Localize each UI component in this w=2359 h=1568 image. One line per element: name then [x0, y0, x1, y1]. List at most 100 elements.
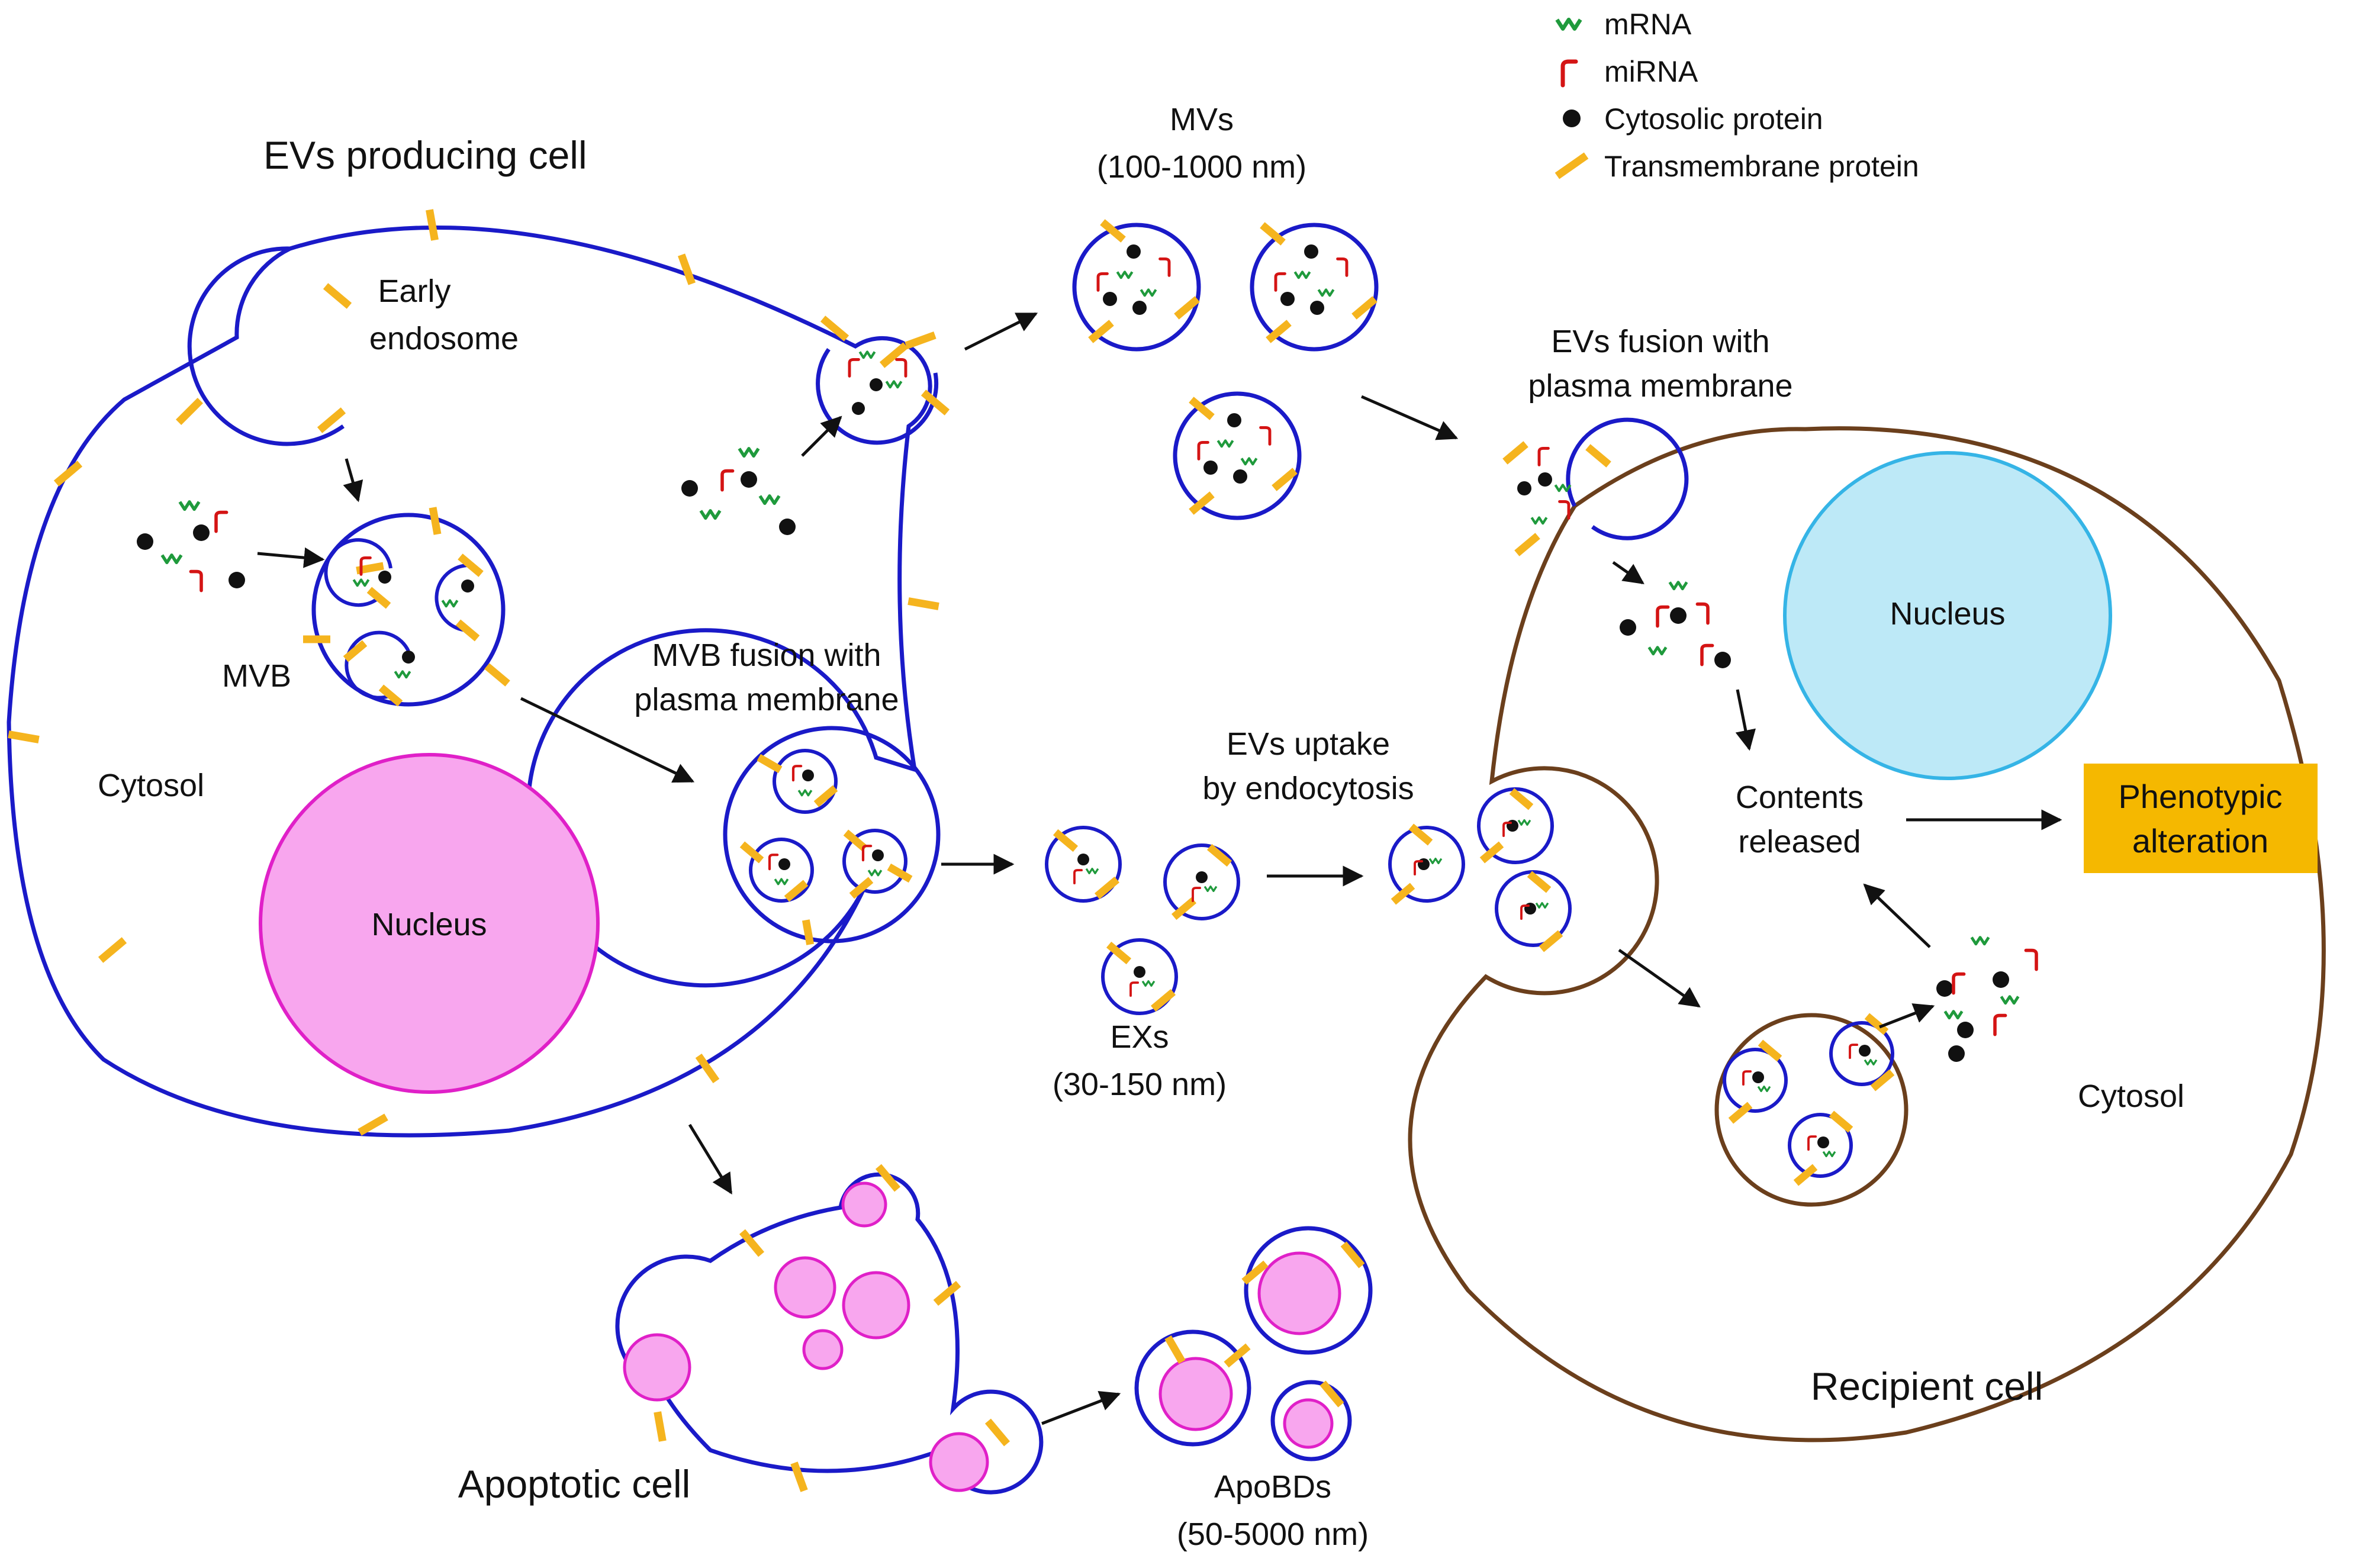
apoptotic-fragment	[841, 1181, 887, 1228]
arrows-layer	[257, 312, 2062, 1425]
cytosolic-protein-icon	[1132, 301, 1147, 315]
transmembrane-protein-icon	[1189, 491, 1215, 515]
mirna-icon	[1849, 1044, 1859, 1060]
exosome	[1163, 843, 1240, 920]
mrna-icon	[1116, 271, 1134, 279]
mrna-icon	[1517, 819, 1531, 826]
transmembrane-protein-icon	[739, 841, 764, 864]
contents-label-1: Contents	[1736, 780, 1864, 815]
mrna-icon	[1240, 457, 1258, 466]
mirna-icon	[1096, 272, 1109, 292]
mrna-icon	[858, 350, 876, 359]
transmembrane-protein-icon	[1340, 1241, 1365, 1268]
producing-cytosol-label: Cytosol	[98, 768, 204, 803]
cytosolic-protein-icon	[137, 533, 153, 550]
apobd-core	[1283, 1398, 1334, 1449]
apobd-core	[1257, 1251, 1341, 1335]
cytosolic-protein-icon	[1304, 244, 1318, 259]
transmembrane-protein-icon	[921, 389, 950, 416]
endosome-vesicle	[1723, 1048, 1788, 1113]
transmembrane-protein-icon	[739, 1229, 765, 1257]
transmembrane-protein-icon	[1100, 219, 1126, 243]
mrna-icon	[2000, 995, 2020, 1005]
transmembrane-protein-icon	[1391, 883, 1415, 905]
mrna-icon	[1428, 857, 1443, 864]
transmembrane-protein-icon	[879, 342, 909, 368]
mrna-icon	[441, 599, 459, 608]
transmembrane-protein-icon	[317, 407, 346, 433]
transmembrane-protein-icon	[1351, 296, 1378, 320]
cytosolic-protein-icon	[741, 471, 757, 488]
cytosolic-protein-icon	[1280, 292, 1295, 306]
uptake-vesicle	[1495, 870, 1572, 947]
cargo-layer	[137, 17, 2038, 1157]
transmembrane-protein-icon	[1174, 296, 1200, 320]
mvb-vesicle	[324, 538, 392, 607]
mrna-icon	[797, 789, 813, 797]
legend-mirna: miRNA	[1604, 55, 1698, 88]
mirna-icon	[1129, 981, 1140, 997]
mirna-icon	[214, 510, 229, 533]
arrow-icon	[688, 1123, 733, 1194]
mvb-label: MVB	[222, 658, 291, 694]
recipient-nucleus	[1783, 451, 2112, 780]
cytosolic-protein-icon	[870, 378, 883, 391]
uptake-label-1: EVs uptake	[1227, 726, 1390, 762]
transmembrane-protein-icon	[875, 1164, 901, 1192]
legend-transmembrane-protein: Transmembrane protein	[1604, 150, 1919, 183]
transmembrane-protein-icon	[1870, 1069, 1895, 1092]
transmembrane-protein-icon	[1171, 897, 1197, 920]
transmembrane-protein-icon	[1514, 533, 1540, 556]
mirna-icon	[1520, 904, 1530, 920]
early-endosome	[187, 246, 345, 446]
mv-vesicle	[1250, 223, 1379, 352]
transmembrane-protein-icon	[358, 1113, 388, 1136]
transmembrane-protein-icon	[1728, 1102, 1753, 1124]
cytosolic-protein-icon	[778, 858, 790, 870]
arrow-icon	[801, 416, 842, 457]
exosome	[1101, 938, 1178, 1015]
transmembrane-protein-icon	[1266, 320, 1292, 343]
mirna-icon	[1537, 446, 1550, 466]
arrow-icon	[1879, 1003, 1935, 1029]
mrna-icon	[352, 578, 370, 587]
apobd	[1134, 1329, 1251, 1447]
transmembrane-protein-icon	[1555, 152, 1589, 179]
transmembrane-protein-icon	[677, 253, 696, 285]
transmembrane-protein-icon	[458, 553, 484, 577]
apoptotic-fragment	[774, 1256, 836, 1319]
mirna-icon	[1807, 1135, 1817, 1151]
producing-cell-title: EVs producing cell	[263, 133, 587, 177]
mrna-icon	[1293, 271, 1311, 279]
transmembrane-protein-icon	[1509, 788, 1534, 810]
cytosolic-protein-icon	[1196, 871, 1208, 883]
transmembrane-protein-icon	[484, 663, 510, 687]
transmembrane-protein-icon	[429, 507, 442, 535]
endosome-vesicle	[1788, 1113, 1853, 1178]
mirna-icon	[1192, 887, 1202, 903]
mirna-icon	[848, 358, 860, 378]
transmembrane-protein-icon	[790, 1461, 808, 1492]
mirna-icon	[1274, 272, 1286, 292]
mvs-label: MVs	[1170, 102, 1234, 137]
transmembrane-protein-icon	[843, 829, 868, 852]
transmembrane-protein-icon	[343, 640, 368, 662]
transmembrane-protein-icon	[1164, 1335, 1186, 1364]
transmembrane-protein-icon	[1793, 1164, 1818, 1186]
mirna-icon	[1993, 1013, 2007, 1036]
uptake-label-2: by endocytosis	[1202, 771, 1414, 806]
cytosolic-protein-icon	[378, 571, 391, 584]
transmembrane-protein-icon	[1408, 823, 1433, 846]
mrna-icon	[867, 869, 883, 877]
phenotypic-label-2: alteration	[2132, 822, 2268, 859]
cytosolic-protein-icon	[1538, 472, 1552, 487]
transmembrane-protein-icon	[366, 587, 391, 609]
apoptotic-fragment	[802, 1329, 844, 1370]
recipient-endosome	[1714, 1013, 1909, 1207]
apobd	[1244, 1226, 1373, 1355]
exosome	[1045, 826, 1122, 903]
transmembrane-protein-icon	[1272, 468, 1298, 491]
mvb-body	[311, 513, 506, 707]
mirna-icon	[1952, 972, 1966, 995]
